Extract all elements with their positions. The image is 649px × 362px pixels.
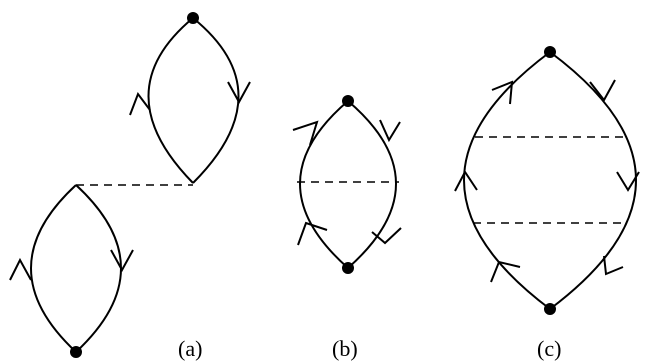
- diagram-c-left-arc: [463, 51, 551, 310]
- diagram-b: (b): [292, 95, 402, 361]
- diagram-a-lower-loop-right-arc: [75, 184, 122, 353]
- diagram-c-bottom-vertex-dot: [544, 303, 556, 315]
- diagram-c-top-vertex-dot: [544, 46, 556, 58]
- diagram-a-lower-vertex-dot: [70, 346, 82, 358]
- label-c: (c): [537, 336, 561, 361]
- diagram-c: (c): [454, 46, 640, 361]
- diagram-b-top-vertex-dot: [342, 95, 354, 107]
- diagram-a-lower-loop-left-arc: [30, 184, 77, 353]
- diagram-b-lower-left-arrow: [297, 221, 328, 246]
- label-b: (b): [332, 336, 358, 361]
- diagram-c-right-middle-arrow: [616, 171, 640, 192]
- diagram-c-left-top-arrow: [491, 80, 514, 105]
- diagram-b-bottom-vertex-dot: [342, 262, 354, 274]
- diagram-a: (a): [9, 12, 251, 361]
- diagram-c-right-arc: [549, 51, 637, 310]
- diagram-c-left-middle-arrow: [454, 170, 478, 192]
- diagram-c-right-bottom-arrow: [603, 255, 624, 276]
- diagram-c-left-bottom-arrow: [490, 260, 521, 283]
- diagram-b-left-arc: [299, 100, 349, 269]
- diagram-a-upper-vertex-dot: [187, 12, 199, 24]
- diagram-a-upper-loop-left-arc: [147, 17, 194, 184]
- diagram-b-upper-left-arrow: [292, 120, 319, 146]
- diagram-b-right-arc: [347, 100, 397, 269]
- diagram-a-upper-left-arrow: [129, 91, 151, 116]
- diagram-c-right-top-arrow: [589, 79, 616, 102]
- diagram-a-upper-loop-right-arc: [192, 17, 240, 184]
- diagram-b-upper-right-arrow: [379, 119, 401, 143]
- diagram-a-lower-right-arrow: [110, 249, 134, 273]
- label-a: (a): [178, 336, 202, 361]
- diagram-b-lower-right-arrow: [371, 227, 402, 245]
- diagram-a-upper-right-arrow: [227, 81, 251, 105]
- diagram-a-lower-left-arrow: [9, 257, 32, 281]
